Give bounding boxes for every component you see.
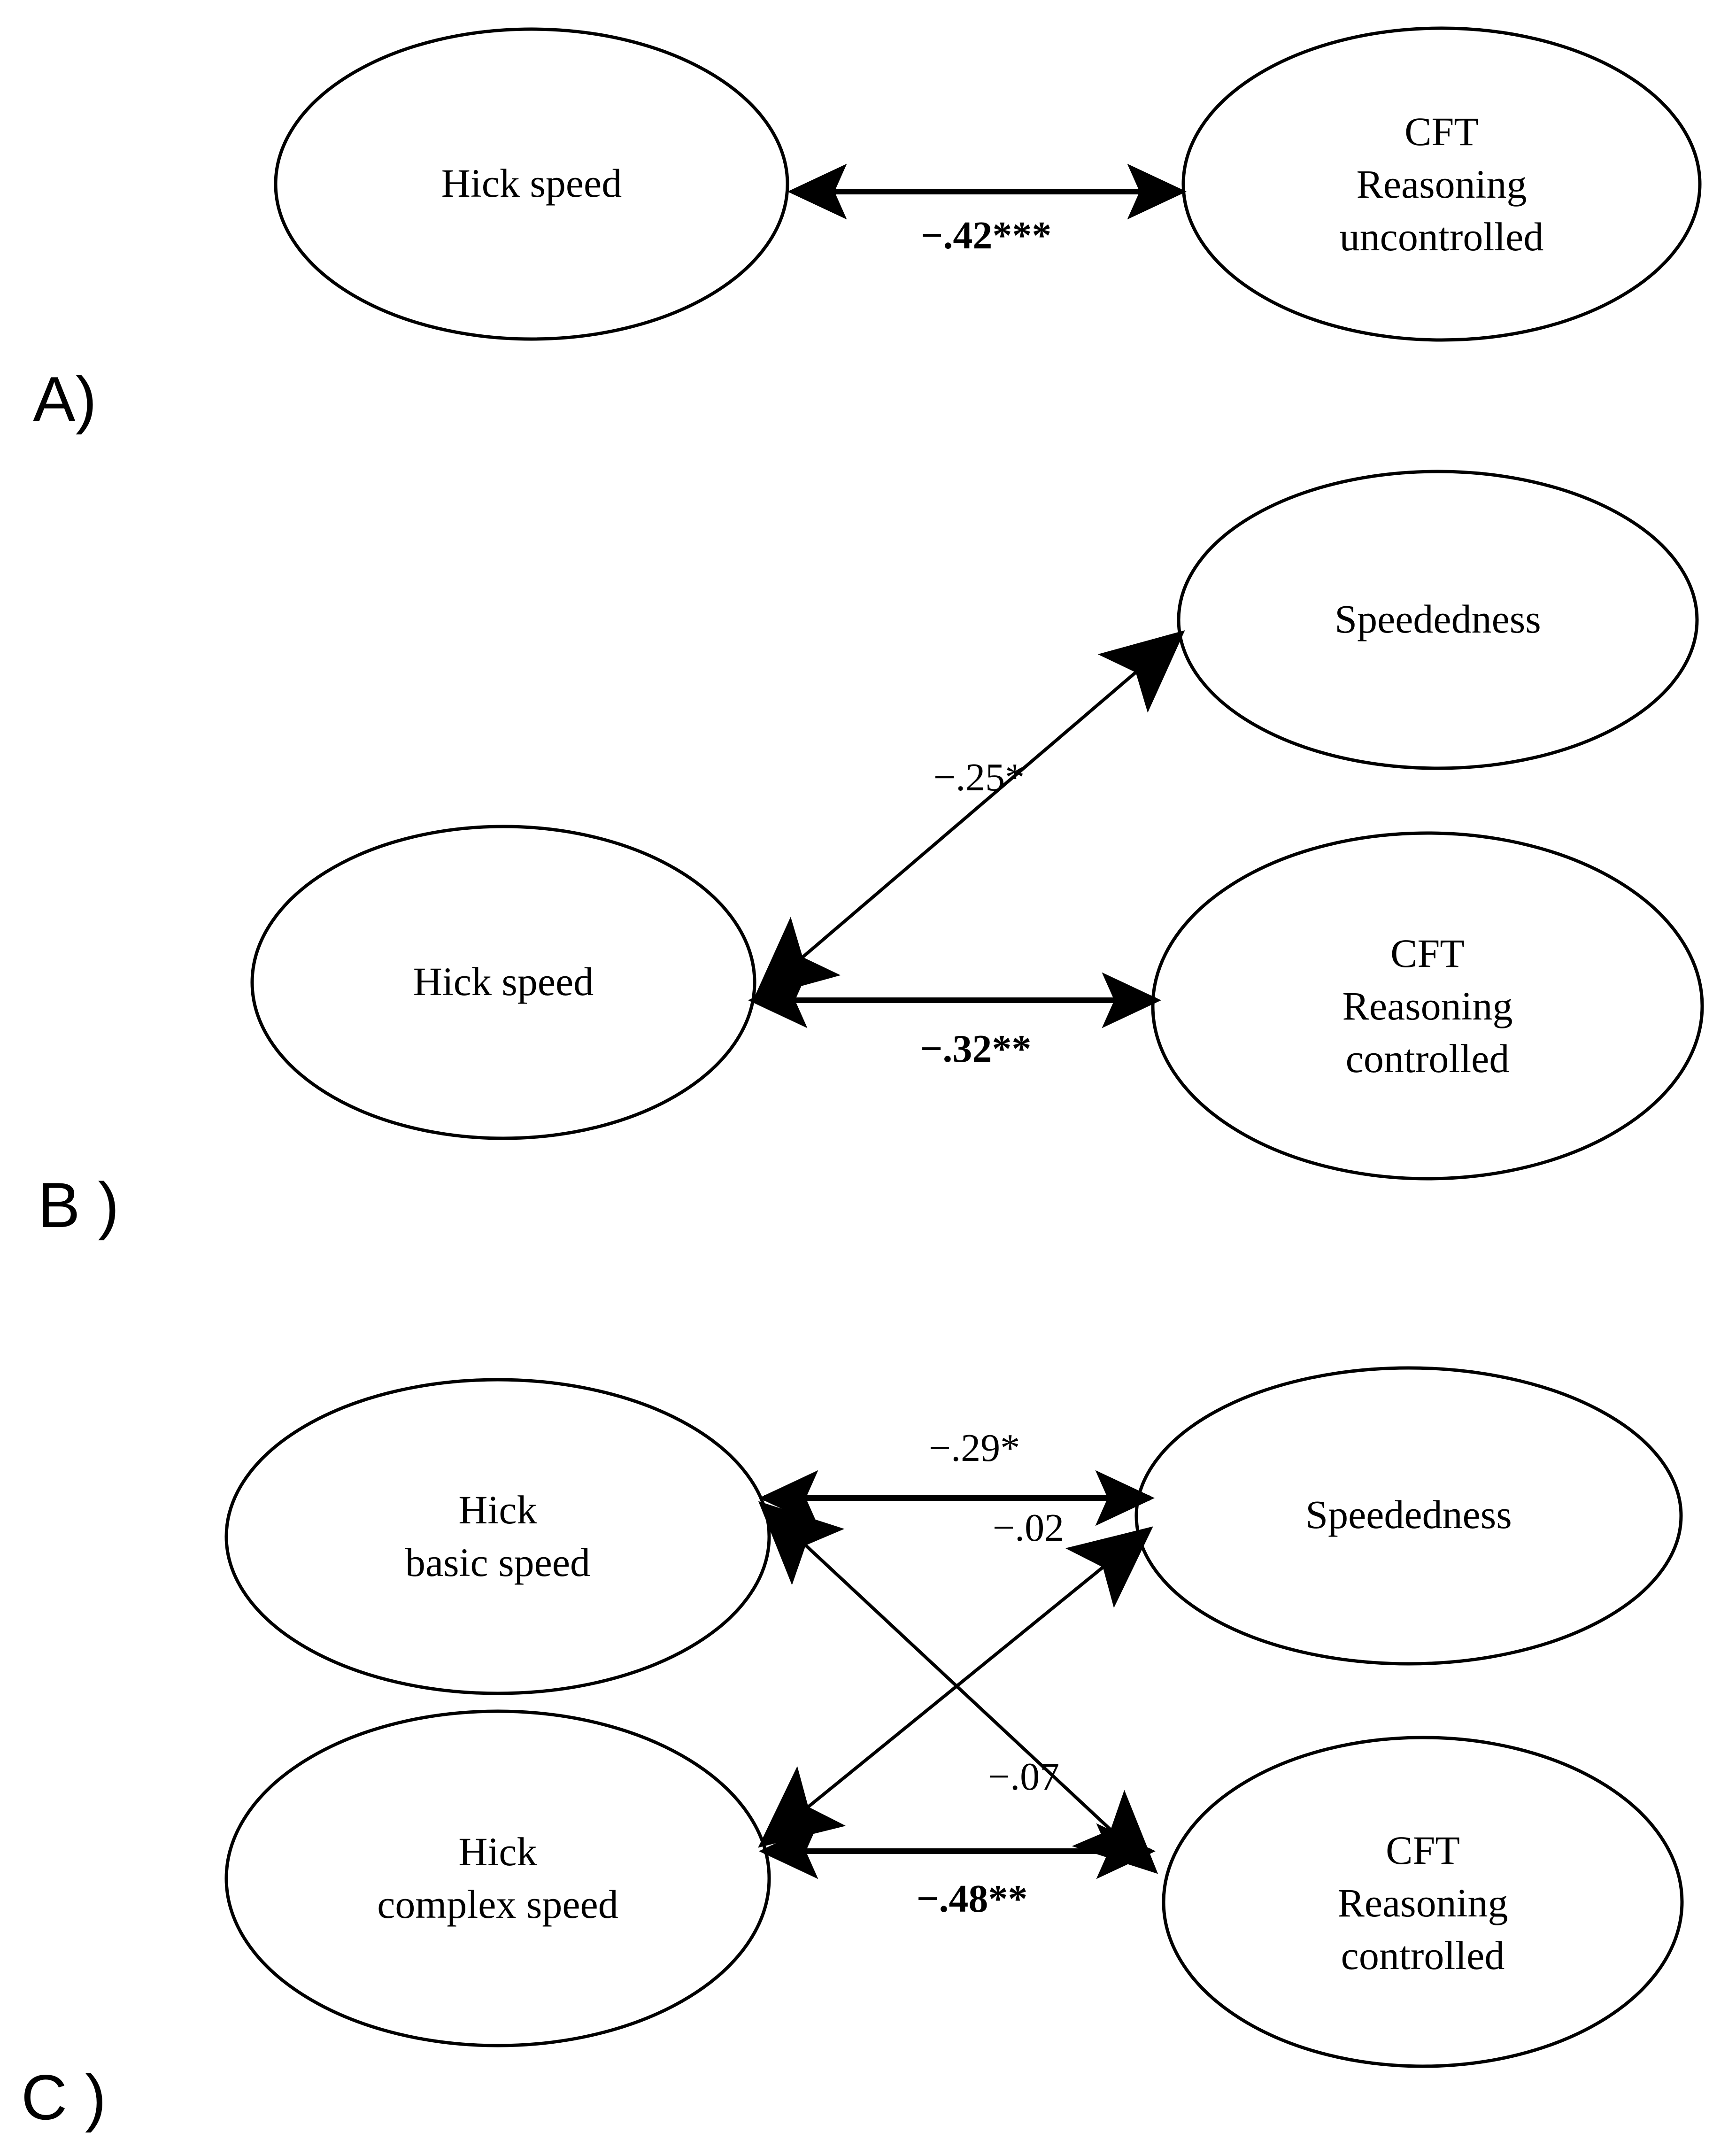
node-ellipse-a-hick-speed xyxy=(274,27,789,341)
edge-label-c-edge-1: −.29* xyxy=(928,1426,1020,1470)
node-ellipse-b-cft-controlled xyxy=(1151,831,1704,1181)
edge-line-c-edge-3 xyxy=(758,1501,1158,1874)
panel-label-a: A) xyxy=(33,363,97,435)
edge-label-b-edge-1: −.25* xyxy=(933,756,1025,799)
node-ellipse-c-hick-basic xyxy=(224,1378,771,1695)
node-ellipse-b-speededness xyxy=(1177,470,1699,770)
node-ellipse-a-cft-uncontrolled xyxy=(1181,26,1702,342)
edge-label-c-edge-2: −.02 xyxy=(992,1506,1065,1550)
node-ellipse-b-hick-speed xyxy=(250,825,756,1140)
edge-label-a-edge-1: −.42*** xyxy=(920,214,1052,257)
edge-label-b-edge-2: −.32** xyxy=(920,1027,1032,1071)
edge-line-b-edge-1 xyxy=(753,630,1185,999)
panel-label-c: C ) xyxy=(21,2062,107,2133)
node-ellipse-c-cft-controlled xyxy=(1162,1736,1684,2068)
panel-label-b: B ) xyxy=(38,1169,119,1241)
node-ellipse-c-hick-complex xyxy=(224,1709,771,2047)
edge-label-c-edge-3: −.07 xyxy=(988,1755,1060,1799)
edge-label-c-edge-4: −.48** xyxy=(916,1877,1028,1921)
